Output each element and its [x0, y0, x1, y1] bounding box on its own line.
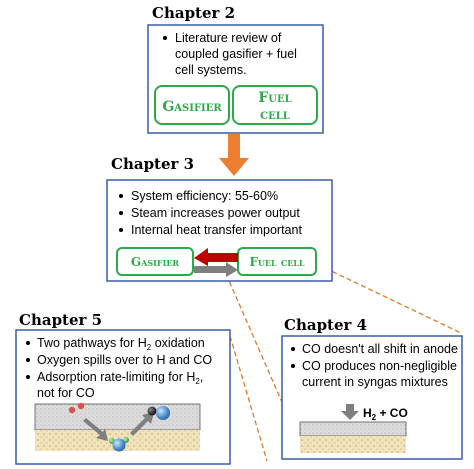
- chapter-3-bullet: Steam increases power output: [131, 206, 300, 220]
- chapter-3-title: Chapter 3: [111, 155, 194, 173]
- electrode-layer: [34, 403, 201, 431]
- chapter-2-gasifier-box: [154, 85, 230, 125]
- bullet-dot: [119, 228, 123, 232]
- bullet-dot: [291, 347, 295, 351]
- electrode-layer: [299, 421, 407, 437]
- bullet-dot: [163, 36, 167, 40]
- dashed-connectors: [222, 266, 462, 462]
- blue-atom: [156, 406, 170, 420]
- chapter-3-bullet: Internal heat transfer important: [131, 223, 302, 237]
- chapter-2-fuel-cell-box: [232, 85, 318, 125]
- red-atom: [77, 402, 85, 410]
- chapter-2-bullet-line: coupled gasifier + fuel: [175, 47, 297, 61]
- bullet-dot: [119, 194, 123, 198]
- bullet-dot: [291, 364, 295, 368]
- orange-down-arrow: [219, 134, 249, 176]
- chapter-4-bullet-line-2: current in syngas mixtures: [302, 375, 448, 389]
- carbon-atom: [147, 406, 157, 416]
- sand-texture: [300, 436, 406, 453]
- grey-right-arrow: [194, 262, 238, 277]
- chapter-4-bullet: CO doesn't all shift in anode: [302, 342, 458, 356]
- chapter-2-bullet-line: Literature review of: [175, 31, 282, 45]
- chapter-3-bullet: System efficiency: 55-60%: [131, 189, 278, 203]
- red-left-arrow: [194, 248, 238, 266]
- chapter-3-fuel-cell-label: Fuel cell: [249, 255, 304, 269]
- connector-ch5-right: [229, 335, 268, 462]
- grey-diagonal-arrow-up: [130, 412, 154, 436]
- chapter-3-gasifier-label: Gasifier: [131, 255, 179, 269]
- grey-diagonal-arrow-down: [83, 418, 108, 441]
- grey-down-arrow: [341, 404, 359, 420]
- chapter-2-bullets: Literature review of coupled gasifier + …: [163, 31, 297, 77]
- bullet-dot: [119, 211, 123, 215]
- chapter-4-bullet: CO produces non-negligible: [302, 359, 457, 373]
- chapter-5-bullet-3: Adsorption rate-limiting for H2,: [37, 370, 203, 386]
- chapter-3-gasifier-box: [116, 247, 194, 276]
- connector-ch3-to-ch4-left: [222, 266, 296, 433]
- chapter-5-bullet-1: Two pathways for H2 oxidation: [37, 336, 205, 352]
- chapter-5-surface-illustration: [34, 402, 201, 452]
- chapter-2-title: Chapter 2: [152, 4, 235, 22]
- connector-ch3-to-ch4-right: [324, 267, 462, 334]
- chapter-5-bullet-3-line-2: not for CO: [37, 386, 95, 400]
- bullet-dot: [26, 358, 30, 362]
- chapter-2-bullet-line: cell systems.: [175, 63, 247, 77]
- chapter-5-title: Chapter 5: [19, 311, 102, 329]
- bullet-dot: [26, 375, 30, 379]
- gas-label: H2 + CO: [363, 406, 408, 422]
- chapter-2-fuel-label: Fuel: [258, 90, 291, 106]
- chapter-5-bullet-2: Oxygen spills over to H and CO: [37, 353, 212, 367]
- bullet-dot: [26, 341, 30, 345]
- chapter-2-gasifier-label: Gasifier: [162, 99, 222, 115]
- red-atom: [68, 406, 76, 414]
- chapter-4-title: Chapter 4: [284, 316, 367, 334]
- hydrogen-molecule: [112, 438, 126, 452]
- oxygen-atom: [123, 437, 129, 443]
- chapter-4-surface-illustration: H2 + CO: [299, 404, 408, 453]
- chapter-2-cell-label: cell: [260, 107, 290, 123]
